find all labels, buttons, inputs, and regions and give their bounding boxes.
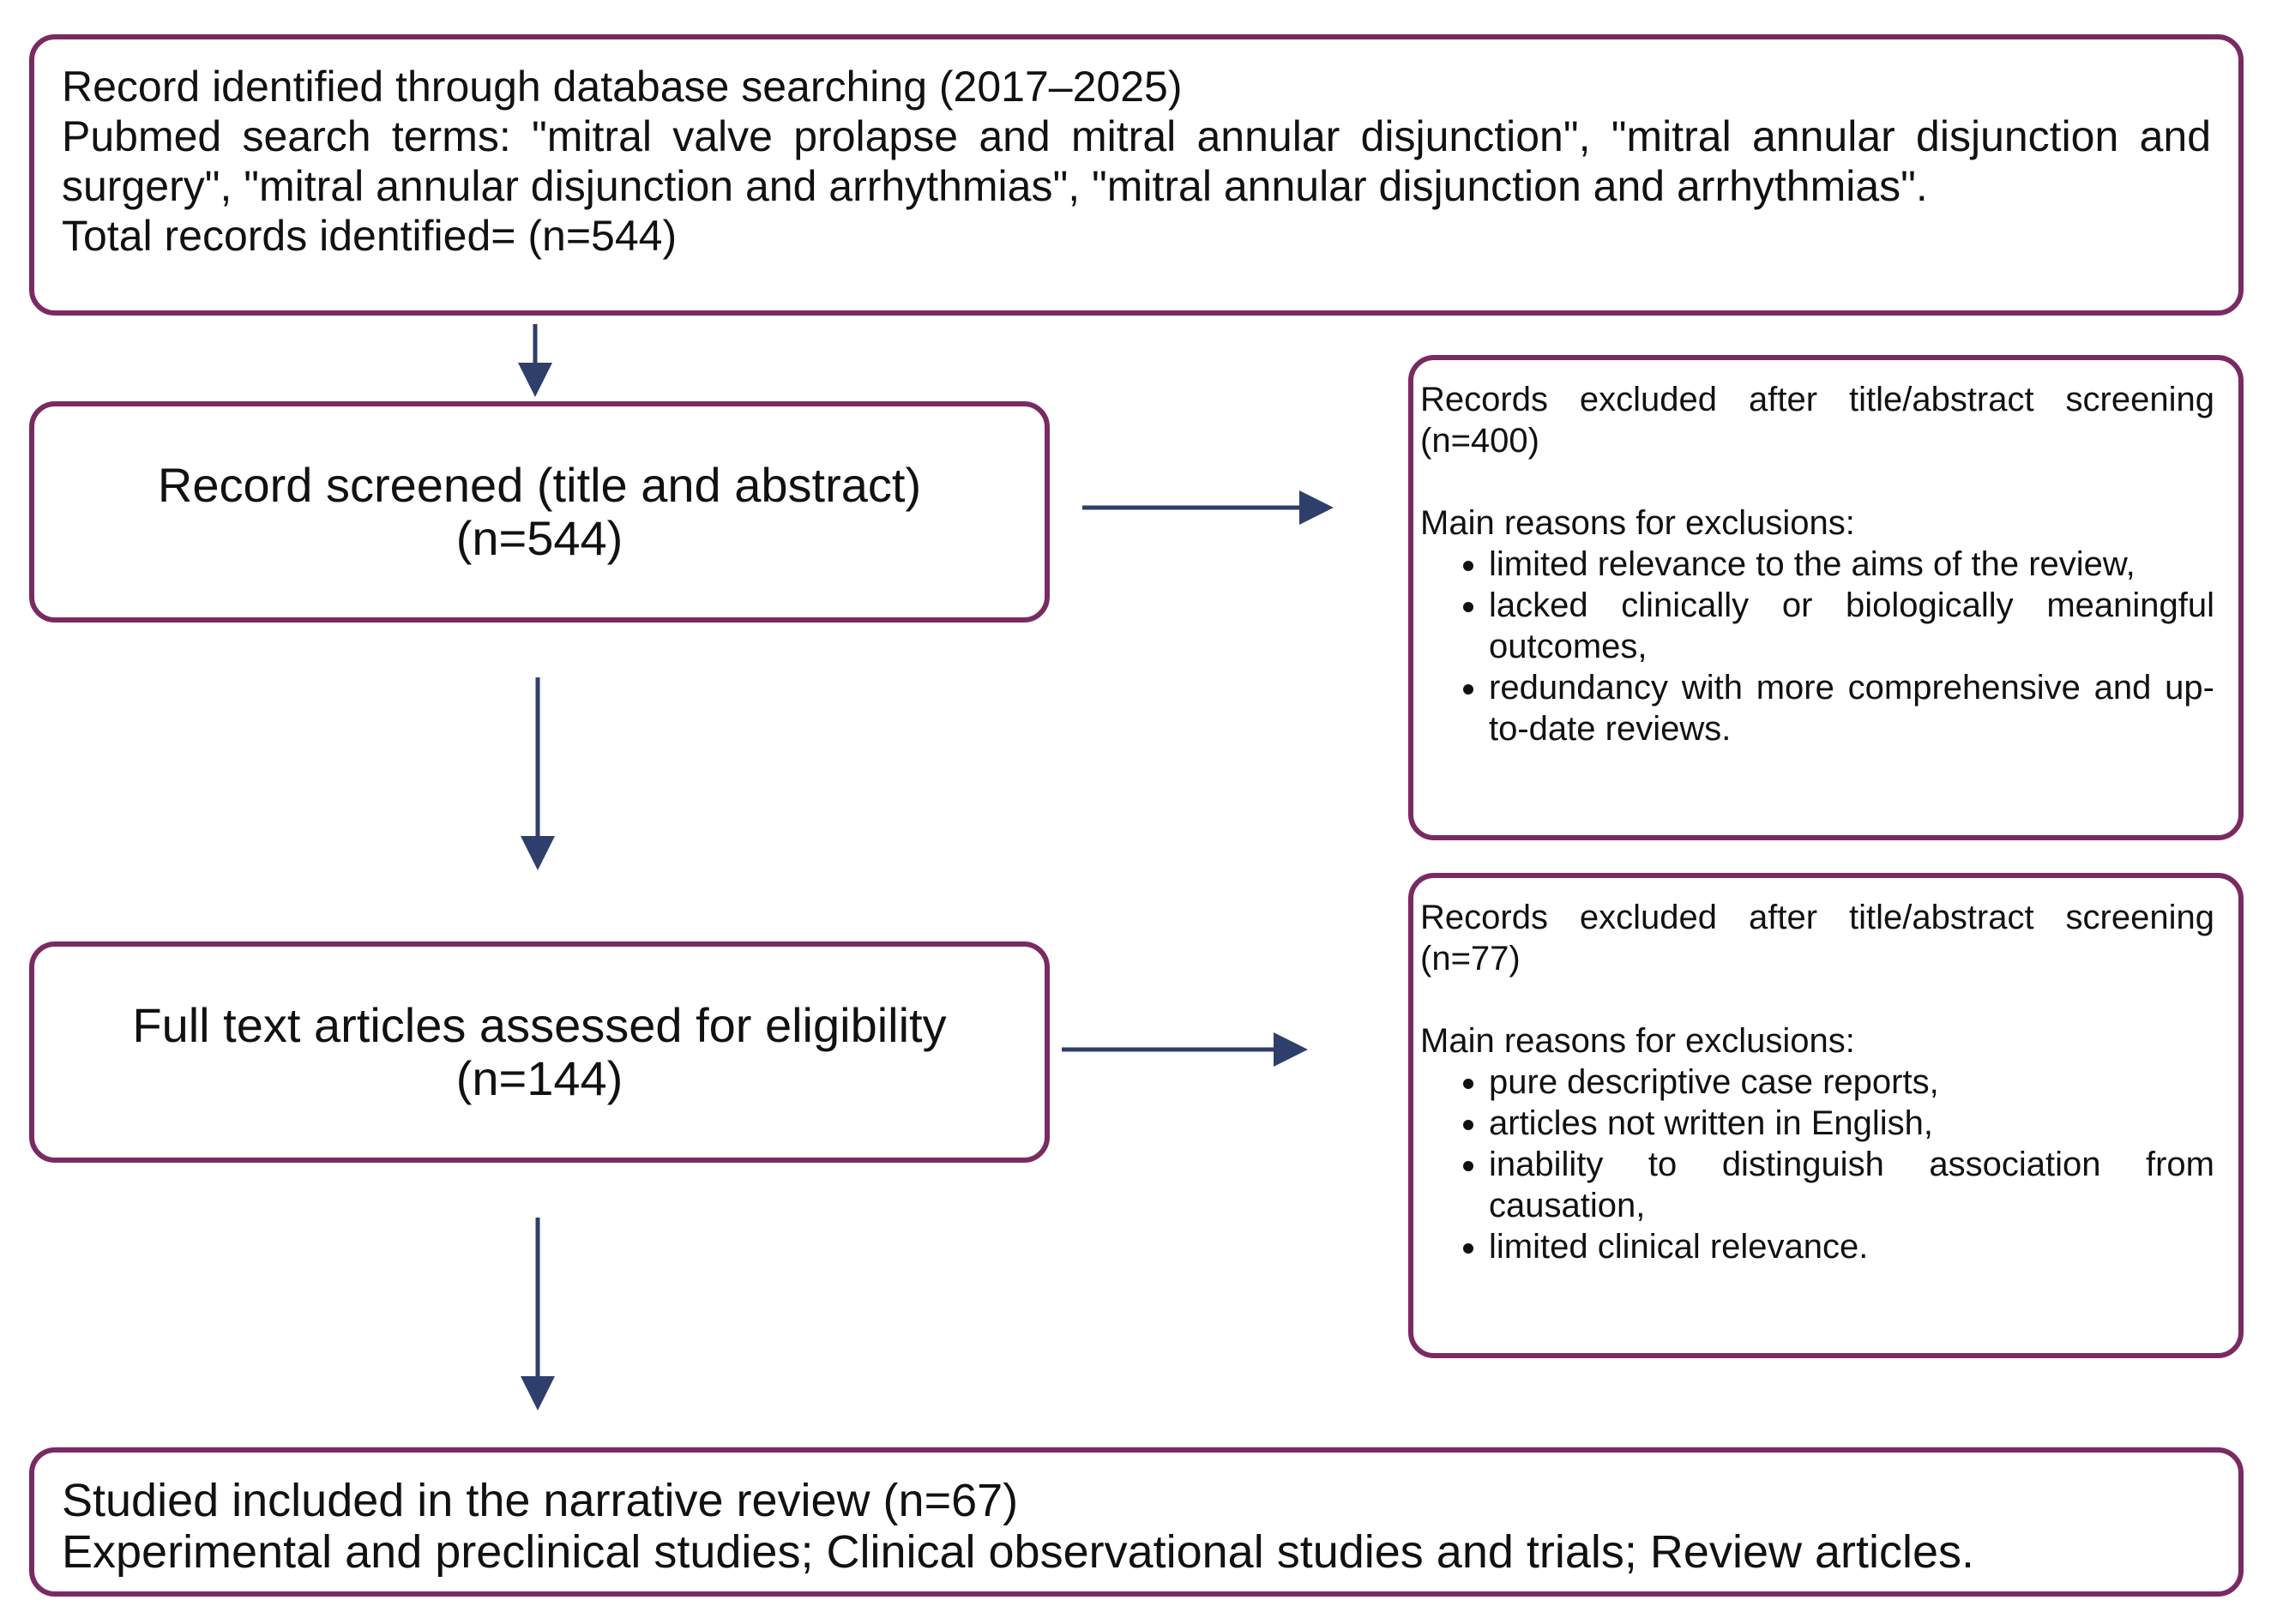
records-screened-count: (n=544) — [455, 511, 623, 565]
records-identified-title: Record identified through database searc… — [62, 63, 1183, 111]
exclusion-reasons-list: limited relevance to the aims of the rev… — [1420, 544, 2214, 749]
total-records-text: Total records identified= (n=544) — [62, 212, 678, 260]
excluded-box-screening: Records excluded after title/abstract sc… — [1408, 355, 2244, 840]
records-screened-box: Record screened (title and abstract) (n=… — [29, 401, 1050, 623]
excluded-heading: Records excluded after title/abstract sc… — [1420, 381, 2214, 460]
list-item: pure descriptive case reports, — [1489, 1062, 2214, 1103]
search-terms-text: Pubmed search terms: "mitral valve prola… — [62, 112, 2211, 210]
records-identified-box: Record identified through database searc… — [29, 34, 2244, 316]
study-types-text: Experimental and preclinical studies; Cl… — [62, 1526, 1975, 1578]
list-item: limited relevance to the aims of the rev… — [1489, 544, 2214, 585]
list-item: lacked clinically or biologically meanin… — [1489, 585, 2214, 667]
list-item: limited clinical relevance. — [1489, 1226, 2214, 1267]
fulltext-assessed-label: Full text articles assessed for eligibil… — [132, 998, 947, 1052]
records-screened-label: Record screened (title and abstract) — [157, 458, 922, 512]
fulltext-assessed-count: (n=144) — [455, 1051, 623, 1105]
excluded-box-fulltext: Records excluded after title/abstract sc… — [1408, 873, 2244, 1358]
studies-included-title: Studied included in the narrative review… — [62, 1475, 1019, 1526]
exclusion-reasons-label: Main reasons for exclusions: — [1420, 1022, 1855, 1060]
exclusion-reasons-label: Main reasons for exclusions: — [1420, 504, 1855, 542]
list-item: redundancy with more comprehensive and u… — [1489, 667, 2214, 749]
fulltext-assessed-box: Full text articles assessed for eligibil… — [29, 941, 1050, 1163]
studies-included-box: Studied included in the narrative review… — [29, 1447, 2244, 1597]
list-item: inability to distinguish association fro… — [1489, 1144, 2214, 1226]
list-item: articles not written in English, — [1489, 1103, 2214, 1144]
excluded-heading: Records excluded after title/abstract sc… — [1420, 899, 2214, 977]
exclusion-reasons-list: pure descriptive case reports, articles … — [1420, 1062, 2214, 1267]
